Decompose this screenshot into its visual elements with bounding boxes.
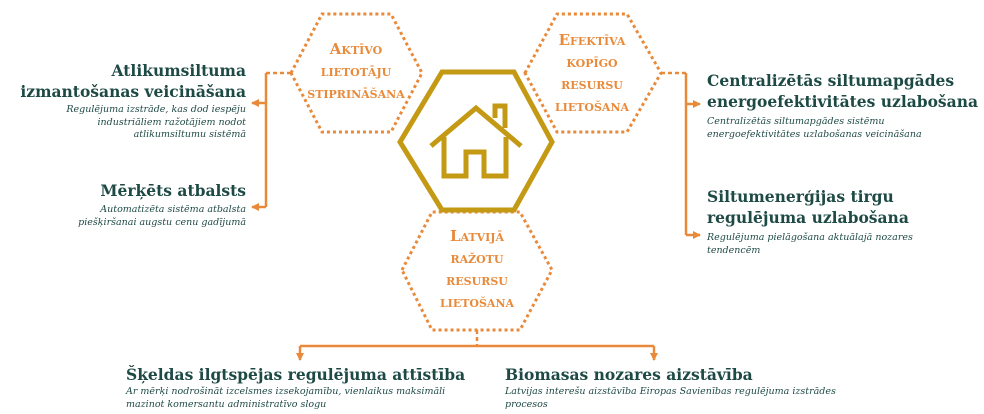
desc-line: mazinot komersantu administratīvo slogu [126, 398, 327, 410]
desc-line: energoefektivitātes uzlabošanas veicināš… [707, 128, 922, 140]
atlikumsiltums-title: Atlikumsiltuma izmantošanas veicināšana [20, 60, 246, 102]
title-line: izmantošanas veicināšana [20, 82, 246, 101]
title-line: Centralizētās siltumapgādes [707, 71, 955, 90]
desc-line: piešķiršanai augstu cenu gadījumā [78, 216, 246, 228]
desc-line: Regulējuma izstrāde, kas dod iespēju [66, 104, 246, 115]
title-line: energoefektivitātes uzlabošana [707, 92, 979, 111]
atlikumsiltums-description: Regulējuma izstrāde, kas dod iespēju ind… [66, 104, 246, 142]
hexagon-active-users [289, 12, 424, 134]
desc-line: procesos [505, 398, 548, 410]
title-line: Siltumenerģijas tirgu [707, 187, 894, 206]
desc-line: Automatizēta sistēma atbalsta [100, 204, 246, 215]
desc-line: industriāliem ražotājiem nodot [97, 116, 246, 128]
desc-line: Regulējuma pielāgošana aktuālajā nozares [707, 232, 913, 243]
desc-line: Latvijas interešu aizstāvība Eiropas Sav… [505, 386, 836, 397]
biomasas-description: Latvijas interešu aizstāvība Eiropas Sav… [505, 386, 836, 411]
desc-line: atlikumsiltumu sistēmā [133, 129, 246, 140]
desc-line: tendencēm [707, 244, 761, 256]
title-line: Atlikumsiltuma [111, 61, 246, 80]
centralizetas-title: Centralizētās siltumapgādes energoefekti… [707, 70, 978, 112]
hex-line: lietotāju [320, 62, 392, 80]
merkets-description: Automatizēta sistēma atbalsta piešķiršan… [78, 204, 246, 229]
title-line: Biomasas nozares aizstāvība [505, 365, 753, 384]
hexagon-label-efficient-shared-resources: Efektīva kopīgo resursu lietošana [532, 29, 652, 117]
hex-line: kopīgo [566, 53, 618, 71]
merkets-title: Mērķēts atbalsts [100, 180, 246, 201]
house-icon [429, 103, 523, 179]
desc-line: Ar mērķi nodrošināt izcelsmes izsekojamī… [126, 386, 446, 397]
biomasas-title: Biomasas nozares aizstāvība [505, 364, 753, 385]
hex-line: lietošana [554, 97, 630, 115]
siltumenergijas-title: Siltumenerģijas tirgu regulējuma uzlaboš… [707, 186, 909, 228]
hex-line: Aktīvo [329, 40, 383, 58]
title-line: Mērķēts atbalsts [100, 181, 246, 200]
center-hexagon [397, 69, 555, 213]
hex-line: ražotu [450, 249, 504, 267]
hexagon-label-active-users: Aktīvo lietotāju stiprināšana [296, 38, 416, 104]
hex-line: lietošana [439, 293, 515, 311]
hex-line: stiprināšana [307, 84, 405, 102]
title-line: regulējuma uzlabošana [707, 208, 909, 227]
hex-line: Efektīva [558, 31, 626, 49]
centralizetas-description: Centralizētās siltumapgādes sistēmu ener… [707, 116, 922, 141]
siltumenergijas-description: Regulējuma pielāgošana aktuālajā nozares… [707, 232, 913, 257]
skeldas-title: Šķeldas ilgtspējas regulējuma attīstība [126, 364, 465, 385]
skeldas-description: Ar mērķi nodrošināt izcelsmes izsekojamī… [126, 386, 445, 411]
title-line: Šķeldas ilgtspējas regulējuma attīstība [126, 365, 466, 384]
hex-line: resursu [446, 271, 508, 289]
hexagon-label-latvian-resources: Latvijā ražotu resursu lietošana [417, 225, 537, 313]
hex-line: Latvijā [449, 227, 505, 245]
desc-line: Centralizētās siltumapgādes sistēmu [707, 116, 885, 127]
hex-line: resursu [561, 75, 623, 93]
